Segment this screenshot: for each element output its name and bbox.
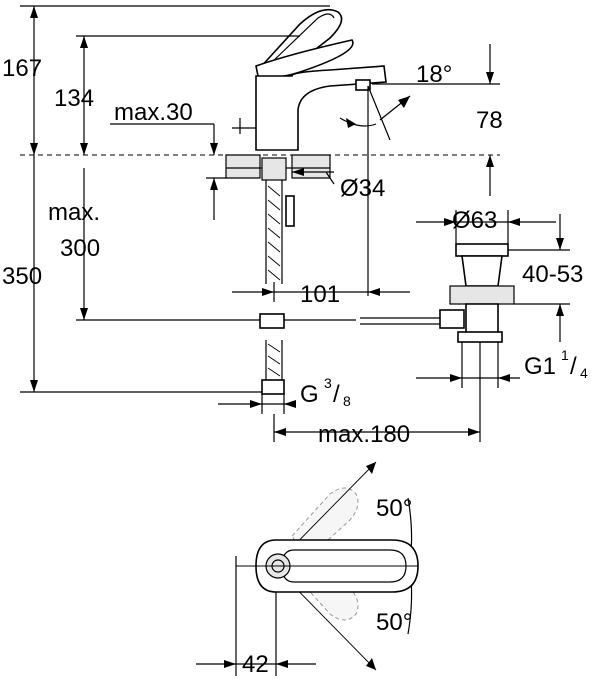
dim-180-arrow-left: [274, 428, 286, 436]
drain-body-upper: [461, 255, 503, 287]
label-g114-sub: 4: [580, 365, 588, 381]
pop-up-rod: [285, 195, 295, 227]
dim-101-arrow-right: [368, 288, 380, 296]
dim-18-arrow-left: [346, 118, 356, 128]
label-g114-sup: 1: [561, 347, 569, 363]
dim-63-arrow-left: [444, 218, 456, 226]
dim-max30-arrow: [210, 143, 218, 155]
label-101: 101: [300, 281, 340, 308]
pop-up-waste: [76, 243, 515, 343]
dim-78-arrow-bottom: [486, 155, 494, 167]
dim-g114-arrow-right: [498, 374, 510, 382]
label-50-lower: 50°: [376, 609, 412, 636]
label-4053: 40-53: [522, 261, 583, 288]
dim-34-leader: [325, 171, 335, 185]
dim-18-ray: [367, 85, 391, 141]
dim-134-arrow-top: [80, 36, 88, 48]
hose-lower-outline: [265, 340, 283, 380]
label-42: 42: [242, 651, 269, 678]
label-350: 350: [2, 263, 42, 290]
mount-nut: [261, 157, 287, 181]
dim-42-arrow-right: [276, 660, 288, 668]
ray-upper-arrow: [366, 462, 376, 474]
lift-rod: [232, 118, 256, 134]
dim-18-arc: [339, 117, 377, 127]
pivot-nut: [439, 309, 465, 329]
pivot-rod: [360, 317, 440, 325]
drain-flange: [455, 243, 509, 257]
lever-handle-edge: [269, 13, 335, 65]
label-g114-slash: /: [570, 353, 577, 380]
hose-connector: [261, 379, 285, 395]
label-g38-main: G: [300, 381, 319, 408]
label-g38-sup: 3: [324, 375, 332, 391]
lever-handle: [256, 8, 343, 73]
dimension-lines: [20, 5, 570, 442]
label-g114-main: G1: [524, 353, 556, 380]
faucet-top-view: [196, 461, 419, 676]
dimension-labels: 167 134 max.30 18° 78 Ø34 max. 300 350 Ø…: [2, 55, 588, 678]
drain-lock-nut: [449, 285, 515, 305]
faucet-front-view: [232, 8, 387, 151]
dim-max30-arrow-lower: [210, 178, 218, 190]
dim-42-arrow-left: [224, 660, 236, 668]
label-50-upper: 50°: [376, 495, 412, 522]
deck-section-right: [291, 154, 331, 179]
drain-thread: [457, 331, 503, 343]
dim-78-arrow-top: [486, 72, 494, 84]
label-dia34: Ø34: [340, 175, 385, 202]
label-g38-slash: /: [333, 381, 340, 408]
label-78: 78: [476, 107, 503, 134]
dim-101-arrow-left: [262, 288, 274, 296]
dim-g38-arrow-right: [284, 400, 296, 408]
aerator: [355, 79, 371, 91]
deck-section-left: [225, 154, 261, 179]
label-max180: max.180: [318, 421, 410, 448]
dim-167-arrow-bottom: [30, 143, 38, 155]
clevis-clip: [259, 313, 285, 329]
label-134: 134: [54, 85, 94, 112]
dim-4053-arrow-top: [556, 238, 564, 250]
dim-4053-arrow-bottom: [556, 304, 564, 316]
dim-167-arrow-top: [30, 6, 38, 18]
dim-g114-arrow-left: [450, 374, 462, 382]
dim-63-arrow-right: [508, 218, 520, 226]
hose-braid: [267, 185, 281, 281]
dim-18-arrow-right: [398, 96, 410, 108]
hose-lower-braid: [267, 343, 281, 377]
faucet-body: [255, 65, 387, 151]
label-18-deg: 18°: [416, 61, 452, 88]
label-max30: max.30: [114, 99, 193, 126]
dim-g38-arrow-left: [250, 400, 262, 408]
label-167: 167: [2, 55, 42, 82]
label-max: max.: [48, 199, 100, 226]
deck: [20, 154, 500, 179]
supply-hoses: [261, 157, 295, 395]
label-g38-sub: 8: [343, 393, 351, 409]
dim-180-arrow-right: [468, 428, 480, 436]
dim-134-arrow-bottom: [80, 143, 88, 155]
dim-34-arrow: [292, 168, 304, 176]
hose-outline: [265, 180, 283, 284]
ray-lower-arrow: [366, 658, 376, 670]
label-300: 300: [60, 235, 100, 262]
dim-350-arrow: [30, 380, 38, 392]
dim-300-arrow: [80, 308, 88, 320]
label-dia63: Ø63: [452, 207, 497, 234]
